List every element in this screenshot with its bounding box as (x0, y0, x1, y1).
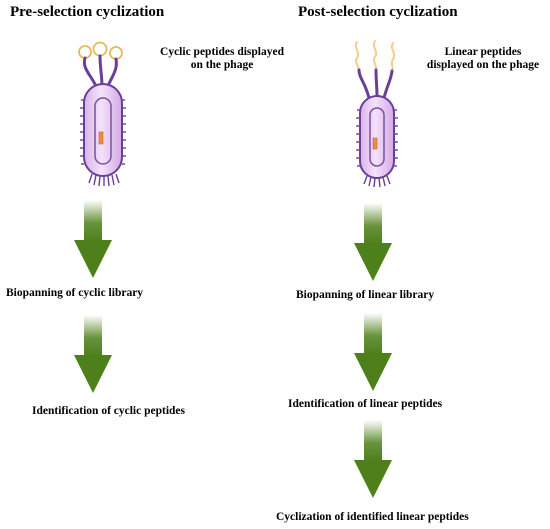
linear-peptide (390, 42, 396, 72)
arrow-down-icon (74, 315, 112, 393)
phage-cyclic-peptides (78, 41, 126, 187)
cyclic-peptide-loop (78, 45, 92, 59)
cyclic-peptide-loop (92, 41, 108, 57)
step-biopanning-linear: Biopanning of linear library (296, 289, 435, 301)
phage-linear-peptides (354, 40, 398, 188)
cyclic-peptides-label-line2: on the phage (190, 59, 254, 71)
cyclic-peptides-label: Cyclic peptides displayed on the phage (142, 46, 302, 72)
cyclic-peptide-loop (109, 46, 123, 60)
arrow-down-icon (74, 200, 112, 278)
post-selection-heading: Post-selection cyclization (298, 4, 458, 20)
step-identification-cyclic: Identification of cyclic peptides (32, 405, 185, 417)
arrow-down-icon (354, 420, 392, 498)
pre-selection-heading: Pre-selection cyclization (10, 4, 165, 20)
linear-peptide (372, 40, 378, 71)
linear-peptides-label-line1: Linear peptides (444, 46, 522, 58)
phage-core (98, 131, 104, 145)
linear-peptides-label-line2: displayed on the phage (426, 59, 540, 71)
phage-body (359, 95, 395, 179)
arrow-down-icon (354, 203, 392, 281)
linear-peptide (354, 41, 360, 71)
cyclic-peptides-label-line1: Cyclic peptides displayed (160, 46, 284, 58)
linear-peptides-label: Linear peptides displayed on the phage (418, 46, 548, 72)
step-identification-linear: Identification of linear peptides (288, 398, 443, 410)
phage-body (83, 83, 123, 177)
step-cyclization: Cyclization of identified linear peptide… (276, 511, 469, 523)
arrow-down-icon (354, 313, 392, 391)
phage-core (372, 137, 378, 150)
step-biopanning-cyclic: Biopanning of cyclic library (6, 287, 144, 299)
